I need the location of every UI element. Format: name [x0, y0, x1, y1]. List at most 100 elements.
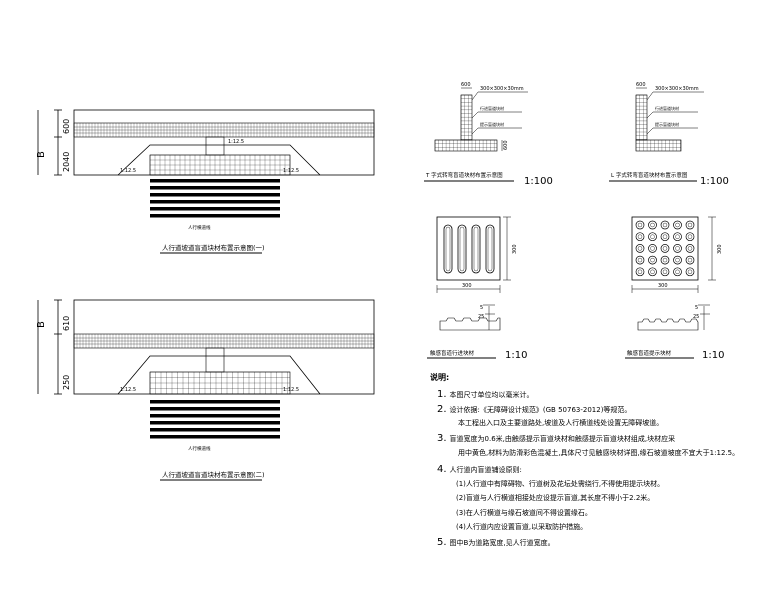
note-text: 本工程出入口及主要道路处,坡道及人行横道线处设置无障碍坡道。	[458, 419, 664, 427]
note-number: 5.	[437, 537, 447, 548]
warning-dot	[675, 234, 680, 239]
note-number: 4.	[437, 464, 447, 475]
warning-dot	[662, 246, 668, 251]
note-number: 2.	[437, 404, 447, 415]
guide-tile-detail	[427, 216, 511, 359]
guide-dim-s1: 5	[480, 305, 483, 311]
warning-dot	[650, 257, 655, 263]
warning-dot	[648, 267, 657, 277]
plan2-crosswalk	[150, 400, 280, 439]
warning-dot	[650, 234, 655, 239]
plan2-crossing-label: 人行横道线	[188, 445, 211, 452]
warning-dot	[635, 220, 645, 230]
l-leader-1-label: 行进盲道块材	[655, 105, 679, 111]
warning-dot	[685, 220, 695, 230]
warning-dot	[685, 255, 695, 265]
note-text: 用中黄色,材料为防滑彩色混凝土,具体尺寸见触感块材详图,缘石坡道坡度不宜大于1:…	[458, 449, 740, 457]
plan1-dim-600: 600	[62, 119, 71, 134]
warning-dot	[662, 257, 668, 263]
plan2-ramp	[117, 355, 321, 395]
warning-dot	[673, 255, 682, 265]
plan1-dim-2040: 2040	[62, 152, 71, 172]
t-junction-detail	[424, 87, 528, 182]
plan2-dim-250: 250	[62, 375, 71, 390]
note-text: 盲道宽度为0.6米,由触感提示盲道块材和触感提示盲道块材组成,块材应采	[449, 435, 676, 443]
warning-dot	[635, 255, 645, 265]
warning-tile-section	[637, 318, 699, 331]
warning-dot	[637, 234, 643, 239]
note-item: 1.本图尺寸单位均以毫米计。	[437, 389, 534, 400]
warning-dot	[662, 269, 668, 274]
note-text: 设计依据:《无障碍设计规范》(GB 50763-2012)等规范。	[449, 406, 632, 414]
plan1-caption: 人行道坡道盲道块材布置示意图(一)	[162, 243, 265, 252]
note-text: 图中B为道路宽度,见人行道宽度。	[449, 539, 555, 547]
warning-dot	[637, 222, 643, 228]
plan1-ramp	[117, 144, 321, 176]
t-scale: 1:100	[524, 176, 553, 187]
warning-dot	[660, 267, 670, 277]
note-text: 本图尺寸单位均以毫米计。	[449, 391, 534, 399]
guide-tile-section	[439, 317, 501, 331]
warning-dot	[687, 234, 693, 239]
warning-dot	[660, 220, 670, 230]
warning-dot	[675, 257, 680, 263]
plan2-caption: 人行道坡道盲道块材布置示意图(二)	[162, 470, 265, 479]
plan-2	[37, 299, 375, 481]
l-dim-600: 600	[636, 82, 646, 88]
warning-dot	[648, 220, 657, 230]
t-spec-leader	[471, 91, 528, 101]
t-leader-1-label: 行进盲道块材	[480, 105, 504, 111]
guide-scale: 1:10	[505, 350, 527, 361]
warn-scale: 1:10	[702, 350, 724, 361]
warn-dim-w: 300	[658, 283, 668, 289]
plan2-slope-left: 1:12.5	[120, 387, 136, 393]
t-spec: 300×300×30mm	[480, 86, 524, 92]
warning-dot	[685, 244, 695, 253]
note-number: 3.	[437, 433, 447, 444]
l-caption: L 字式转弯盲道块材布置示意图	[611, 171, 688, 179]
plan2-dim-610: 610	[62, 316, 71, 331]
warning-dot	[673, 220, 682, 230]
note-item: (3)在人行横道与缘石坡道间不得设置缘石。	[456, 508, 592, 518]
plan1-slope-left: 1:12.5	[120, 168, 136, 174]
l-leader-2-label: 提示盲道块材	[655, 121, 679, 127]
warning-dot	[685, 232, 695, 242]
warning-dot	[687, 222, 693, 228]
warning-dot	[673, 267, 682, 277]
warning-dot	[687, 257, 693, 263]
note-text: 人行道内盲道铺设原则:	[449, 466, 522, 474]
plan1-crosswalk	[150, 179, 280, 218]
note-text: (1)人行道中有障碍物、行道树及花坛处需绕行,不得使用提示块材。	[456, 480, 665, 488]
warning-dot	[635, 267, 645, 277]
warning-dot	[675, 269, 680, 274]
plan2-dim-b: B	[36, 321, 47, 328]
note-text: (3)在人行横道与缘石坡道间不得设置缘石。	[456, 509, 592, 517]
warning-dot	[662, 222, 668, 228]
note-item: (2)盲道与人行横道相接处应设提示盲道,其长度不得小于2.2米。	[456, 493, 654, 503]
plan2-stem	[205, 347, 225, 373]
warning-dot	[635, 244, 645, 253]
warning-dot	[660, 255, 670, 265]
note-item: 3.盲道宽度为0.6米,由触感提示盲道块材和触感提示盲道块材组成,块材应采	[437, 433, 675, 444]
plan1-crossing-label: 人行横道线	[188, 224, 211, 231]
warning-dot	[660, 244, 670, 253]
guide-dim-w: 300	[462, 283, 472, 289]
guide-dim-h: 300	[512, 244, 518, 254]
guide-dim-s2: 25	[478, 314, 484, 320]
note-item: (1)人行道中有障碍物、行道树及花坛处需绕行,不得使用提示块材。	[456, 479, 664, 489]
plan1-dim-b: B	[36, 151, 47, 158]
warning-dot	[650, 222, 655, 228]
plan1-stem	[205, 136, 225, 156]
plan1-slope-right: 1:12.5	[283, 168, 299, 174]
warning-dot	[637, 246, 643, 251]
guide-caption: 触感盲道行进块材	[430, 349, 475, 357]
warn-dim-h: 300	[717, 244, 723, 254]
plan-1	[37, 109, 375, 254]
warning-tile-detail	[625, 216, 716, 359]
note-number: 1.	[437, 389, 447, 400]
warning-dot	[650, 269, 655, 274]
note-item: 4.人行道内盲道铺设原则:	[437, 464, 522, 475]
warning-dot	[637, 257, 643, 263]
warning-dot	[648, 244, 657, 253]
